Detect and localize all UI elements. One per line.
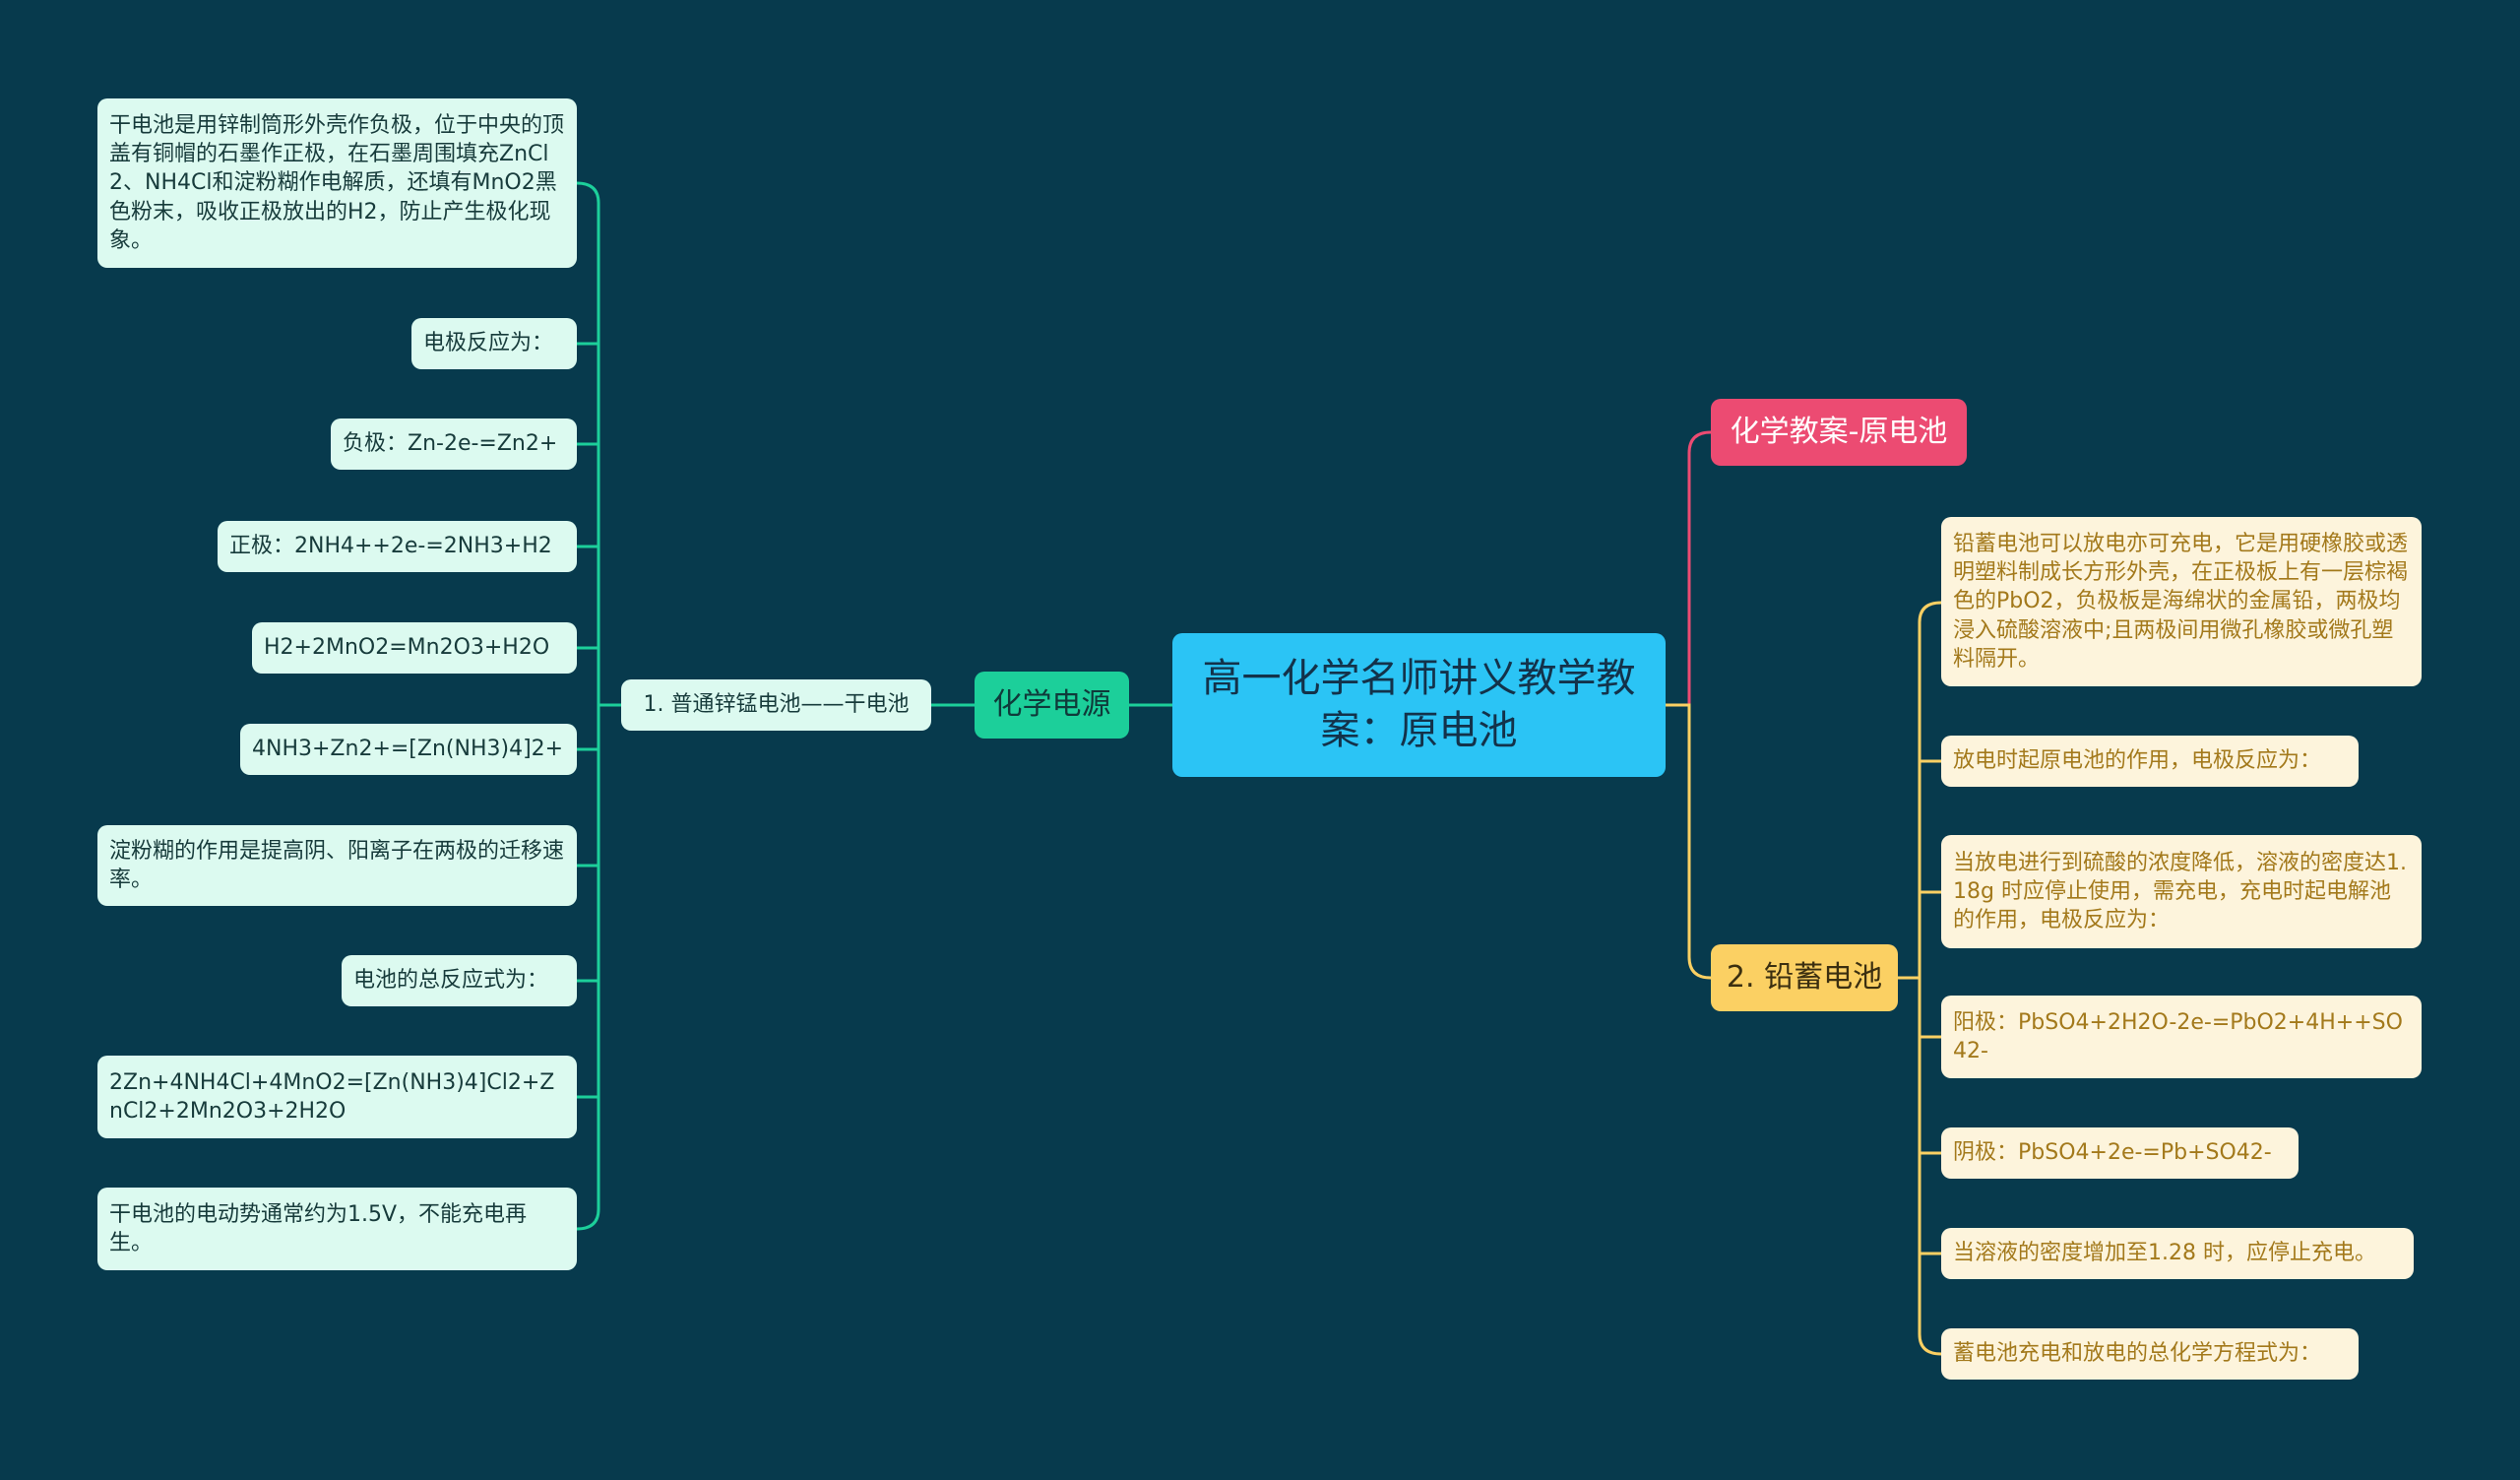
leaf-left-3[interactable]: 正极：2NH4++2e-=2NH3+H2: [218, 521, 577, 572]
leaf-left-7[interactable]: 电池的总反应式为：: [342, 955, 577, 1006]
leaf-right-1[interactable]: 放电时起原电池的作用，电极反应为：: [1941, 736, 2359, 787]
connector-left-spine: [576, 181, 600, 1231]
leaf-left-4[interactable]: H2+2MnO2=Mn2O3+H2O: [252, 622, 577, 674]
branch-zinc-manganese-battery[interactable]: 1. 普通锌锰电池——干电池: [621, 679, 931, 731]
leaf-text: 蓄电池充电和放电的总化学方程式为：: [1953, 1341, 2322, 1367]
leaf-text: H2+2MnO2=Mn2O3+H2O: [264, 635, 550, 661]
leaf-text: 干电池是用锌制筒形外壳作负极，位于中央的顶盖有铜帽的石墨作正极，在石墨周围填充Z…: [109, 113, 565, 253]
leaf-left-6[interactable]: 淀粉糊的作用是提高阴、阳离子在两极的迁移速率。: [97, 825, 577, 906]
leaf-right-4[interactable]: 阴极：PbSO4+2e-=Pb+SO42-: [1941, 1127, 2299, 1179]
root-title: 高一化学名师讲义教学教案：原电池: [1202, 656, 1636, 753]
leaf-text: 负极：Zn-2e-=Zn2+: [343, 431, 558, 457]
leaf-left-9[interactable]: 干电池的电动势通常约为1.5V，不能充电再生。: [97, 1188, 577, 1270]
connector-right-spine: [1918, 601, 1942, 1356]
leaf-text: 干电池的电动势通常约为1.5V，不能充电再生。: [109, 1201, 528, 1255]
leaf-left-5[interactable]: 4NH3+Zn2+=[Zn(NH3)4]2+: [240, 724, 577, 775]
root-topic[interactable]: 高一化学名师讲义教学教案：原电池: [1172, 633, 1666, 777]
leaf-text: 正极：2NH4++2e-=2NH3+H2: [229, 534, 552, 559]
leaf-text: 阳极：PbSO4+2H2O-2e-=PbO2+4H++SO42-: [1953, 1009, 2403, 1063]
leaf-text: 铅蓄电池可以放电亦可充电，它是用硬橡胶或透明塑料制成长方形外壳，在正极板上有一层…: [1953, 532, 2409, 672]
leaf-right-0[interactable]: 铅蓄电池可以放电亦可充电，它是用硬橡胶或透明塑料制成长方形外壳，在正极板上有一层…: [1941, 517, 2422, 686]
leaf-text: 淀粉糊的作用是提高阴、阳离子在两极的迁移速率。: [109, 838, 565, 892]
leaf-right-6[interactable]: 蓄电池充电和放电的总化学方程式为：: [1941, 1328, 2359, 1380]
leaf-text: 当溶液的密度增加至1.28 时，应停止充电。: [1953, 1241, 2376, 1266]
branch-label: 化学电源: [992, 687, 1111, 723]
connector-root-right-red: [1666, 430, 1712, 707]
branch-label: 2. 铅蓄电池: [1726, 960, 1883, 996]
leaf-text: 电极反应为：: [423, 331, 554, 356]
leaf-right-3[interactable]: 阳极：PbSO4+2H2O-2e-=PbO2+4H++SO42-: [1941, 996, 2422, 1078]
leaf-left-1[interactable]: 电极反应为：: [411, 318, 577, 369]
leaf-text: 4NH3+Zn2+=[Zn(NH3)4]2+: [252, 737, 564, 762]
leaf-text: 当放电进行到硫酸的浓度降低，溶液的密度达1.18g 时应停止使用，需充电，充电时…: [1953, 850, 2407, 933]
branch-chem-lesson-plan[interactable]: 化学教案-原电池: [1711, 399, 1967, 466]
leaf-text: 2Zn+4NH4Cl+4MnO2=[Zn(NH3)4]Cl2+ZnCl2+2Mn…: [109, 1069, 555, 1124]
leaf-text: 电池的总反应式为：: [353, 968, 549, 994]
connector-root-right-yellow: [1666, 703, 1712, 980]
branch-label: 1. 普通锌锰电池——干电池: [643, 692, 910, 718]
leaf-text: 阴极：PbSO4+2e-=Pb+SO42-: [1953, 1140, 2272, 1166]
leaf-right-2[interactable]: 当放电进行到硫酸的浓度降低，溶液的密度达1.18g 时应停止使用，需充电，充电时…: [1941, 835, 2422, 948]
branch-lead-acid-battery[interactable]: 2. 铅蓄电池: [1711, 944, 1898, 1011]
leaf-left-0[interactable]: 干电池是用锌制筒形外壳作负极，位于中央的顶盖有铜帽的石墨作正极，在石墨周围填充Z…: [97, 98, 577, 268]
leaf-right-5[interactable]: 当溶液的密度增加至1.28 时，应停止充电。: [1941, 1228, 2414, 1279]
leaf-left-2[interactable]: 负极：Zn-2e-=Zn2+: [331, 418, 577, 470]
branch-chemical-power[interactable]: 化学电源: [975, 672, 1129, 739]
leaf-text: 放电时起原电池的作用，电极反应为：: [1953, 748, 2322, 774]
branch-label: 化学教案-原电池: [1730, 415, 1948, 450]
leaf-left-8[interactable]: 2Zn+4NH4Cl+4MnO2=[Zn(NH3)4]Cl2+ZnCl2+2Mn…: [97, 1056, 577, 1138]
